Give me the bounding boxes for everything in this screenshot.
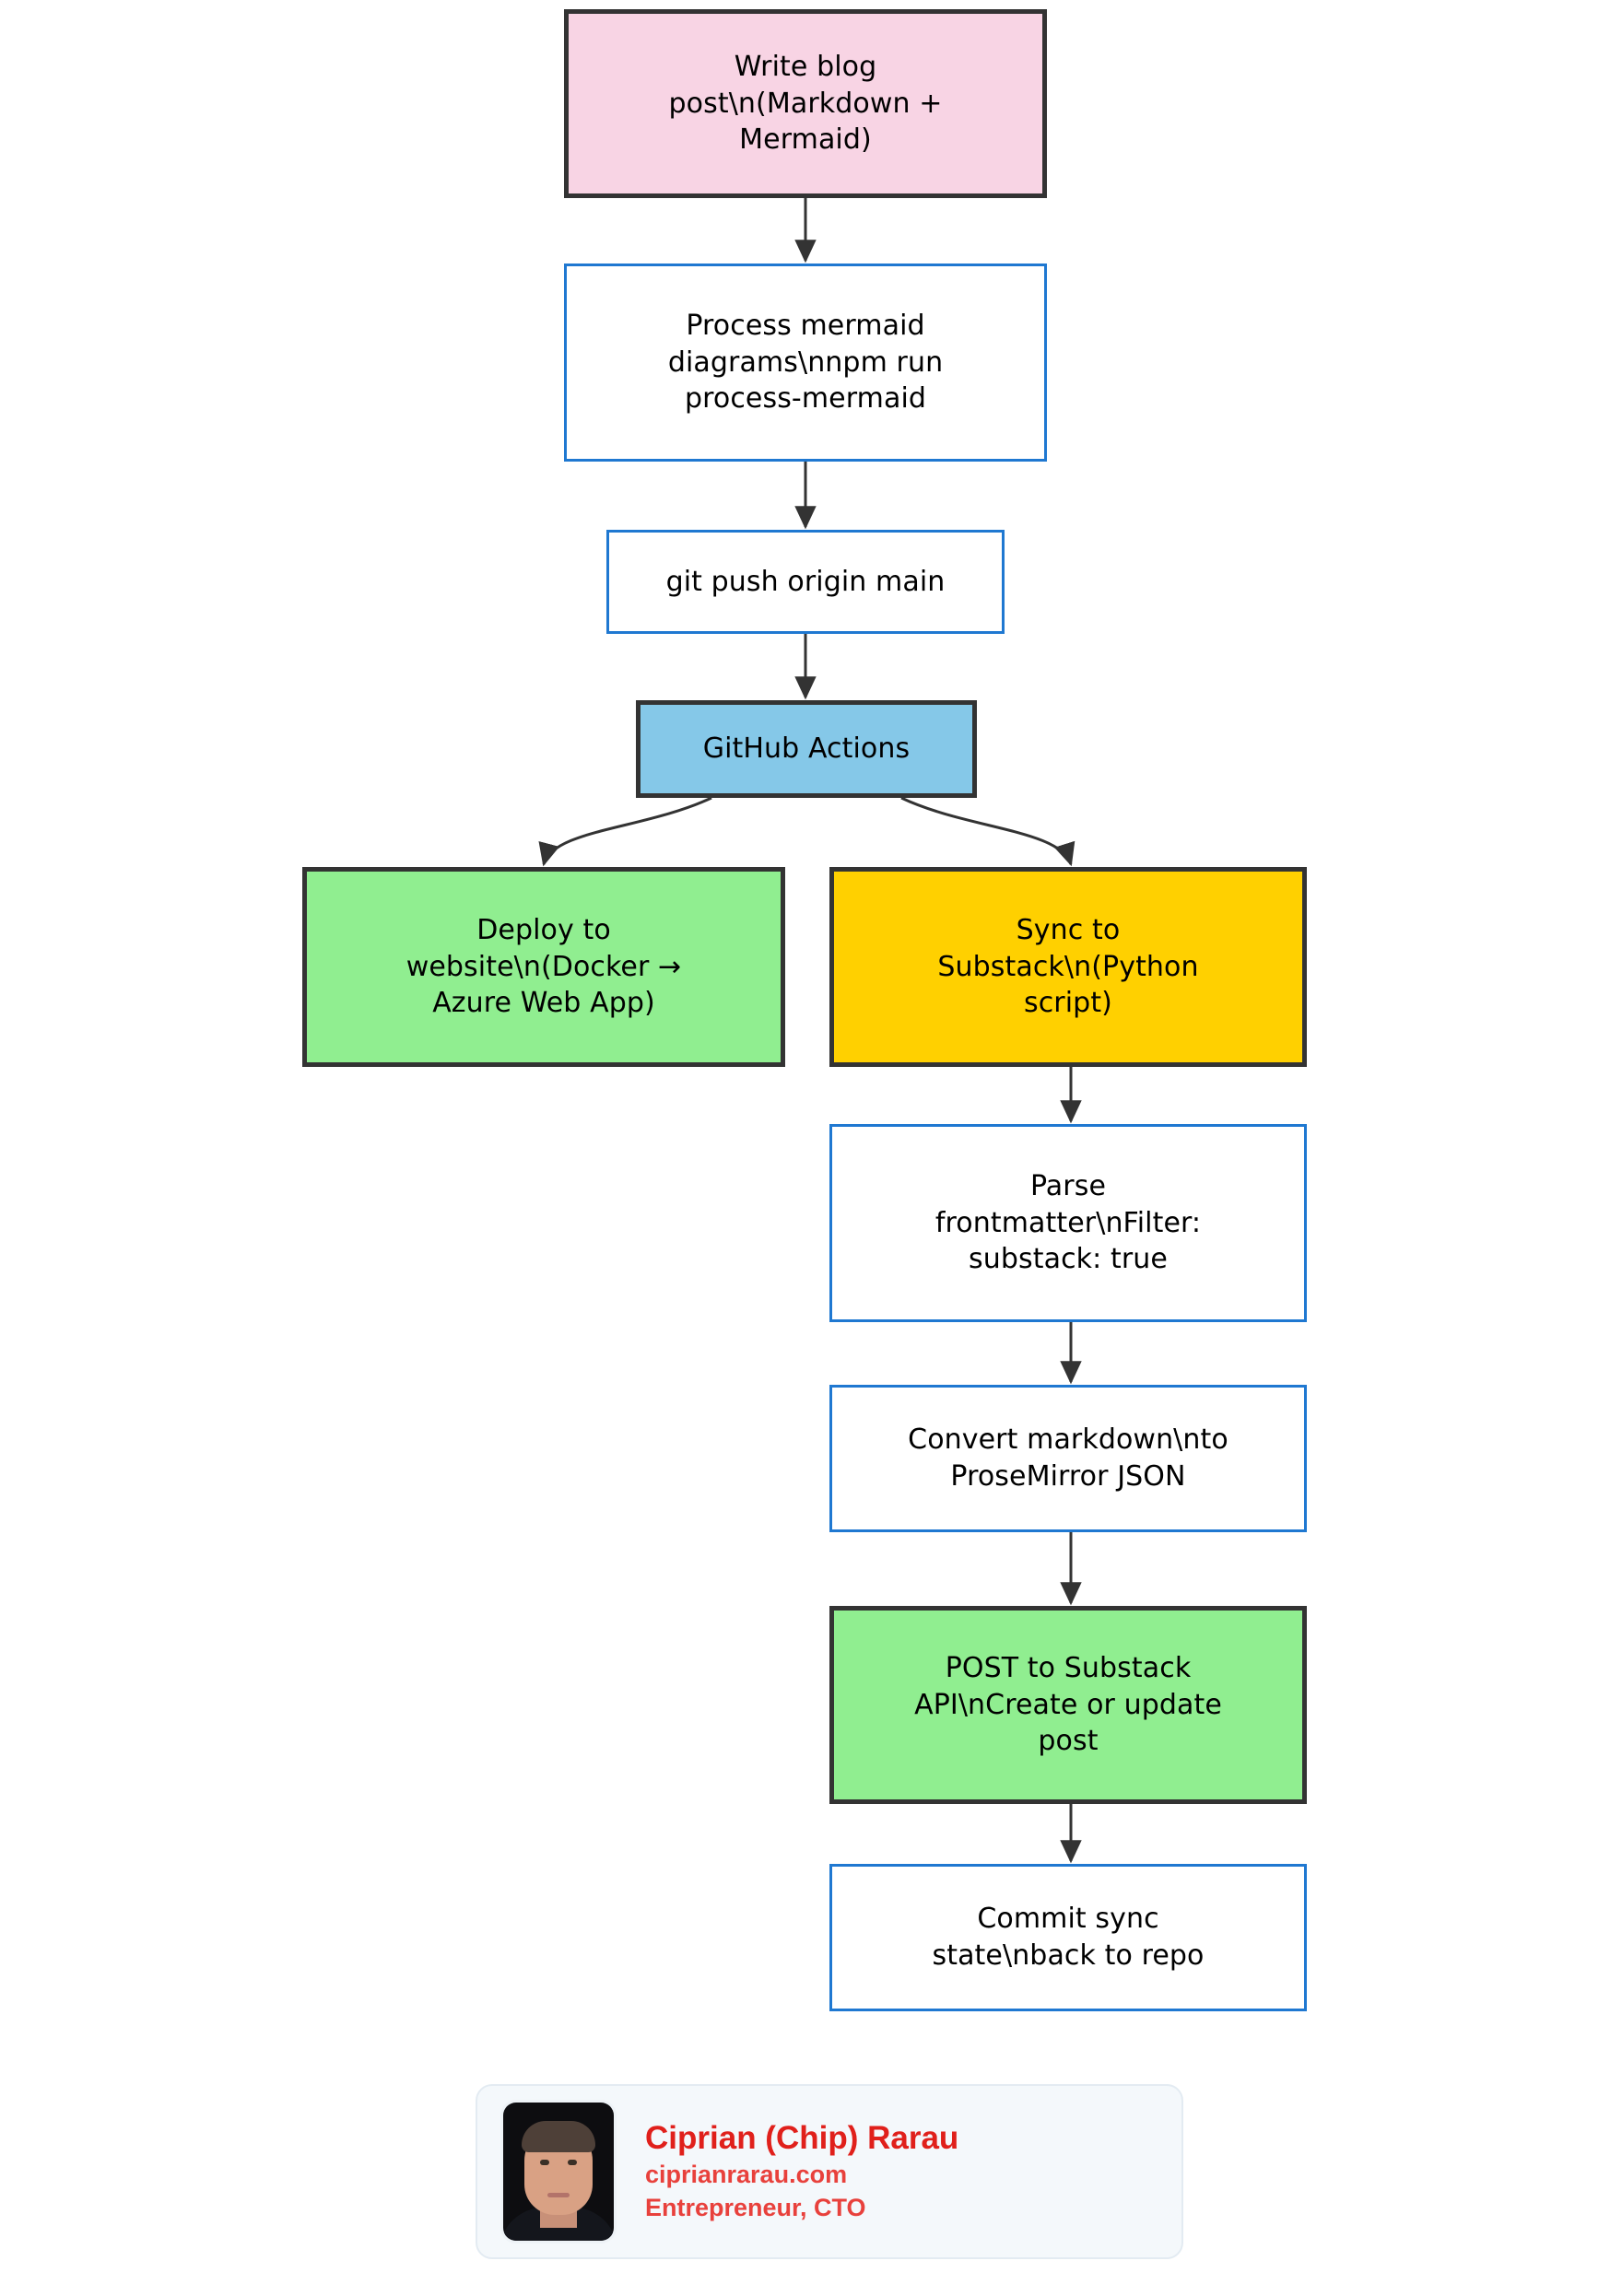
signature-name: Ciprian (Chip) Rarau	[645, 2120, 959, 2157]
avatar-hair	[522, 2121, 595, 2152]
avatar-mouth	[547, 2193, 570, 2197]
node-github-actions[interactable]: GitHub Actions	[636, 700, 977, 798]
node-convert-markdown[interactable]: Convert markdown\nto ProseMirror JSON	[829, 1385, 1307, 1532]
edge-actions-to-deploy	[538, 796, 712, 867]
node-post-substack-api[interactable]: POST to Substack API\nCreate or update p…	[829, 1606, 1307, 1804]
avatar-eye-right	[568, 2160, 577, 2165]
avatar-eye-left	[540, 2160, 549, 2165]
node-git-push[interactable]: git push origin main	[606, 530, 1005, 634]
node-process-mermaid[interactable]: Process mermaid diagrams\nnpm run proces…	[564, 264, 1047, 462]
node-sync-substack[interactable]: Sync to Substack\n(Python script)	[829, 867, 1307, 1067]
node-write-blog-post[interactable]: Write blog post\n(Markdown + Mermaid)	[564, 9, 1047, 198]
node-commit-sync-state[interactable]: Commit sync state\nback to repo	[829, 1864, 1307, 2011]
signature-text-block: Ciprian (Chip) Rarau ciprianrarau.com En…	[645, 2119, 958, 2224]
node-parse-frontmatter[interactable]: Parse frontmatter\nFilter: substack: tru…	[829, 1124, 1307, 1322]
signature-card: Ciprian (Chip) Rarau ciprianrarau.com En…	[476, 2084, 1183, 2259]
avatar	[503, 2103, 614, 2241]
node-deploy-website[interactable]: Deploy to website\n(Docker → Azure Web A…	[302, 867, 785, 1067]
signature-website[interactable]: ciprianrarau.com	[645, 2161, 848, 2189]
edge-actions-to-sync	[900, 796, 1075, 867]
signature-role: Entrepreneur, CTO	[645, 2194, 866, 2221]
